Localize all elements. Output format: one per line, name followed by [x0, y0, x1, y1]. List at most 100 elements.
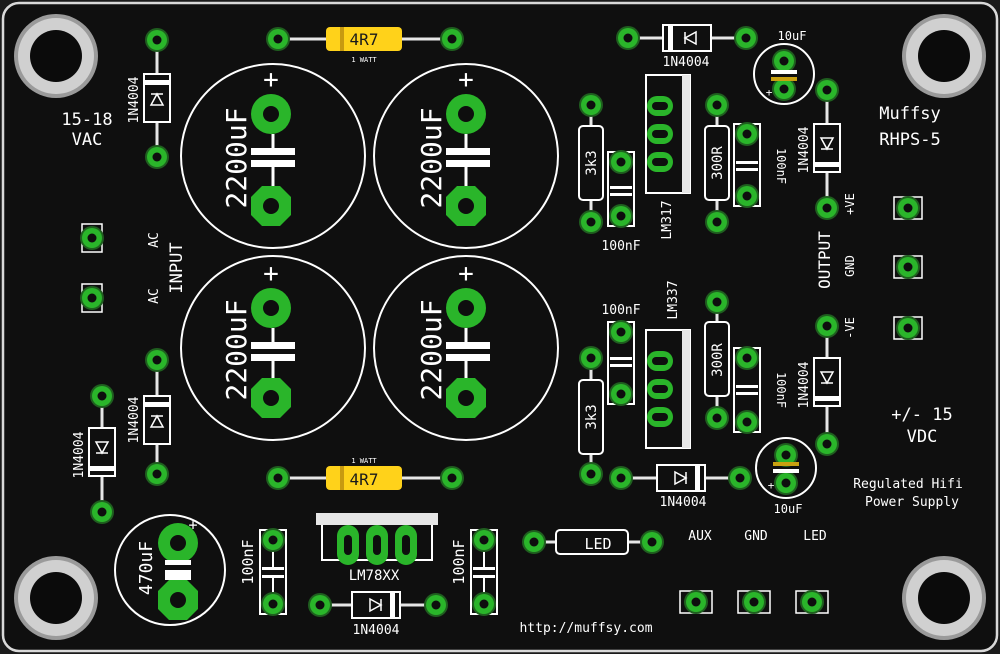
regulator-label: LM317	[660, 200, 675, 239]
capacitor-value: 10uF	[774, 502, 803, 516]
resistor-value: 300R	[710, 343, 726, 377]
mounting-hole-bottom-right	[902, 556, 986, 640]
resistor-value: 3k3	[584, 404, 600, 429]
capacitor-value: 100nF	[774, 372, 788, 408]
resistor-300r-top: 300R	[704, 93, 730, 234]
capacitor-value: 100nF	[601, 239, 640, 254]
regulator-label: LM337	[666, 280, 681, 319]
capacitor-value: 100nF	[601, 303, 640, 318]
diode-label: 1N4004	[797, 126, 812, 173]
brand-name: Muffsy	[879, 104, 940, 124]
capacitor-value: 100nF	[774, 148, 788, 184]
header-pin-aux[interactable]	[679, 590, 713, 614]
diode-1n4004-bottom-right: 1N4004	[609, 464, 752, 510]
resistor-value: 4R7	[350, 30, 379, 49]
plus-sign: +	[766, 86, 773, 99]
capacitor-value: 10uF	[778, 29, 807, 43]
input-terminal-ac2[interactable]	[80, 283, 104, 313]
tagline-line1: Regulated Hifi	[853, 477, 963, 492]
capacitor-value: 2200uF	[415, 107, 448, 208]
header-pin-gnd[interactable]	[737, 590, 771, 614]
plus-sign: +	[458, 259, 474, 289]
output-terminal-gnd[interactable]	[893, 255, 923, 279]
regulator-lm78xx: LM78XX	[316, 513, 438, 584]
resistor-3k3-bottom: 3k3	[578, 346, 604, 486]
output-terminal-pos[interactable]	[893, 196, 923, 220]
capacitor-100nf-pre-right: 100nF	[450, 528, 498, 616]
regulator-lm337: LM337	[645, 280, 691, 449]
resistor-rating: 1 WATT	[351, 457, 377, 465]
led-resistor: LED	[522, 529, 664, 555]
plus-sign: +	[768, 479, 775, 492]
output-terminal-neg[interactable]	[893, 316, 923, 340]
diode-1n4004-bottom-center: 1N4004	[308, 591, 448, 638]
capacitor-value: 2200uF	[220, 107, 253, 208]
plus-sign: +	[188, 516, 197, 534]
ac-label-2: AC	[147, 288, 162, 304]
capacitor-100nf-lm317-right: 100nF	[733, 122, 788, 208]
diode-label: 1N4004	[72, 431, 87, 478]
capacitor-value: 100nF	[239, 539, 257, 584]
capacitor-10uf-bottom: + 10uF	[755, 437, 817, 516]
input-voltage-line2: VAC	[72, 130, 103, 150]
ac-label-1: AC	[147, 232, 162, 248]
diode-label: 1N4004	[353, 623, 400, 638]
capacitor-100nf-lm317-left: 100nF	[601, 150, 641, 254]
resistor-value: 4R7	[350, 470, 379, 489]
mounting-hole-top-right	[902, 14, 986, 98]
resistor-4r7-bottom: 4R7 1 WATT	[266, 457, 464, 490]
capacitor-2200uf-bottom-right: + 2200uF	[373, 255, 559, 441]
capacitor-value: 470uF	[136, 541, 157, 595]
led-label: LED	[584, 535, 611, 553]
header-pin-led[interactable]	[795, 590, 829, 614]
website-url: http://muffsy.com	[519, 621, 652, 636]
resistor-3k3-top: 3k3	[578, 93, 604, 234]
resistor-4r7-top: 4R7 1 WATT	[266, 27, 464, 64]
aux-label: AUX	[688, 529, 712, 544]
diode-1n4004-right-bottom: 1N4004	[797, 314, 841, 456]
neg-ve-label: -VE	[843, 317, 857, 339]
input-terminal-ac1[interactable]	[80, 223, 104, 253]
board-model: RHPS-5	[879, 130, 940, 150]
capacitor-2200uf-top-left: + 2200uF	[180, 63, 366, 249]
gnd-label: GND	[843, 255, 857, 277]
regulator-lm317: LM317	[645, 74, 691, 240]
plus-sign: +	[458, 65, 474, 95]
output-voltage-line2: VDC	[907, 427, 938, 447]
header-gnd-label: GND	[744, 529, 768, 544]
input-voltage-line1: 15-18	[61, 110, 112, 130]
plus-sign: +	[263, 259, 279, 289]
resistor-rating: 1 WATT	[351, 56, 377, 64]
diode-1n4004-top-right: 1N4004	[616, 24, 758, 70]
regulator-label: LM78XX	[349, 568, 400, 584]
diode-label: 1N4004	[127, 396, 142, 443]
capacitor-100nf-lm337-right: 100nF	[733, 346, 788, 434]
diode-label: 1N4004	[127, 76, 142, 123]
diode-1n4004-left-bottom: 1N4004	[72, 384, 116, 524]
capacitor-value: 100nF	[450, 539, 468, 584]
capacitor-100nf-lm337-left: 100nF	[601, 303, 641, 406]
mounting-hole-bottom-left	[14, 556, 98, 640]
resistor-value: 300R	[710, 146, 726, 180]
capacitor-2200uf-top-right: + 2200uF	[373, 63, 559, 249]
capacitor-470uf: + 470uF	[114, 514, 226, 626]
output-voltage-line1: +/- 15	[891, 405, 952, 425]
diode-1n4004-left-top: 1N4004	[127, 28, 171, 169]
header-led-label: LED	[803, 529, 827, 544]
capacitor-value: 2200uF	[415, 299, 448, 400]
input-label: INPUT	[167, 242, 187, 293]
diode-label: 1N4004	[663, 55, 710, 70]
diode-label: 1N4004	[797, 361, 812, 408]
capacitor-2200uf-bottom-left: + 2200uF	[180, 255, 366, 441]
mounting-hole-top-left	[14, 14, 98, 98]
capacitor-value: 2200uF	[220, 299, 253, 400]
diode-label: 1N4004	[660, 495, 707, 510]
resistor-300r-bottom: 300R	[704, 290, 730, 430]
plus-sign: +	[263, 65, 279, 95]
capacitor-100nf-pre-left: 100nF	[239, 528, 287, 616]
output-label: OUTPUT	[815, 231, 834, 289]
capacitor-10uf-top: + 10uF	[753, 29, 815, 105]
diode-1n4004-left-middle: 1N4004	[127, 348, 171, 486]
tagline-line2: Power Supply	[865, 495, 959, 510]
